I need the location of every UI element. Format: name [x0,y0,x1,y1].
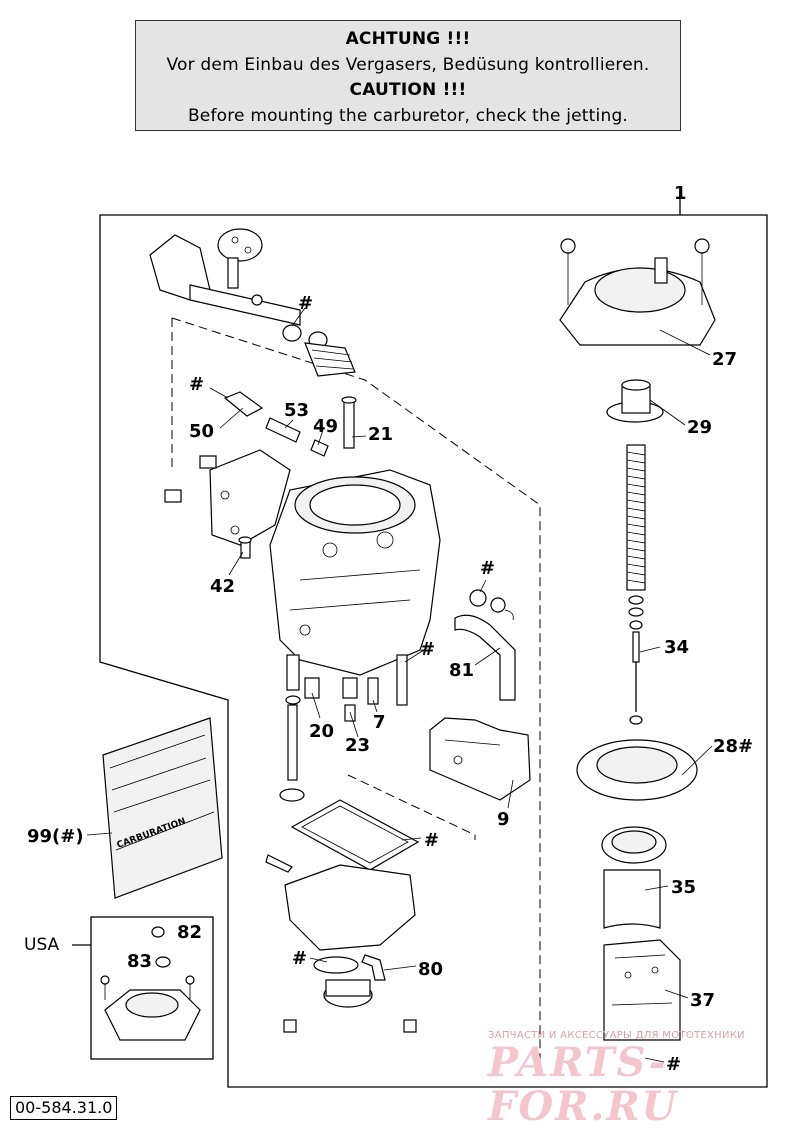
spring [626,444,646,617]
label-27: 27 [712,349,737,370]
hash-throttle: # [298,293,313,314]
label-80: 80 [418,959,443,980]
label-42: 42 [210,576,235,597]
warning-text-en: Before mounting the carburetor, check th… [187,105,629,126]
hash-plate: # [666,1054,681,1075]
dashed-guide-bowl [347,774,476,840]
usa-inset [72,916,214,1060]
label-28: 28# [713,736,753,757]
idle-jet-parts [223,391,357,457]
hash-gasket: # [424,830,439,851]
carburetor-body [269,469,441,676]
hash-oring: # [292,948,307,969]
hose-81 [454,589,516,701]
screw-42 [238,536,252,559]
label-83: 83 [127,951,152,972]
hash-idle: # [189,374,204,395]
assembly-frame [99,188,768,1088]
label-7: 7 [373,712,386,733]
hash-hose: # [480,558,495,579]
warning-title-en: CAUTION !!! [349,80,467,100]
float-bowl [265,854,417,1033]
label-99: 99(#) [27,826,84,847]
float-9 [429,717,531,801]
bowl-gasket [290,799,420,871]
label-21: 21 [368,424,393,445]
jets-group [279,654,408,802]
label-23: 23 [345,735,370,756]
throttle-slide-35 [601,826,667,929]
dashed-guide-main [171,317,541,1060]
warning-title-de: ACHTUNG !!! [345,29,471,49]
jet-kit-bag-99: CARBURATION [102,717,223,899]
watermark: ЗАПЧАСТИ И АКСЕССУАРЫ ДЛЯ МОТОТЕХНИКИ PA… [488,1030,788,1129]
leader-lines [86,307,713,1063]
warning-box: ACHTUNG !!! Vor dem Einbau des Vergasers… [135,20,681,131]
top-cover-27 [559,238,716,346]
label-50: 50 [189,421,214,442]
watermark-logo: PARTS-FOR.RU [488,1039,679,1130]
label-37: 37 [690,990,715,1011]
label-9: 9 [497,809,510,830]
warning-text-de: Vor dem Einbau des Vergasers, Bedüsung k… [166,54,650,75]
hash-jet: # [420,639,435,660]
label-81: 81 [449,660,474,681]
diaphragm-28 [576,739,698,801]
label-20: 20 [309,721,334,742]
label-82: 82 [177,922,202,943]
label-49: 49 [313,416,338,437]
label-29: 29 [687,417,712,438]
jet-needle-34 [629,620,643,725]
label-1: 1 [674,183,687,204]
side-flange [164,449,291,546]
label-53: 53 [284,400,309,421]
label-34: 34 [664,637,689,658]
usa-label: USA [24,935,60,955]
slide-plate-37 [603,939,681,1041]
cap-29 [606,379,664,423]
throttle-shaft-assembly [149,228,356,377]
label-35: 35 [671,877,696,898]
document-number: 00-584.31.0 [10,1096,118,1120]
watermark-tagline: ЗАПЧАСТИ И АКСЕССУАРЫ ДЛЯ МОТОТЕХНИКИ [488,1030,745,1041]
